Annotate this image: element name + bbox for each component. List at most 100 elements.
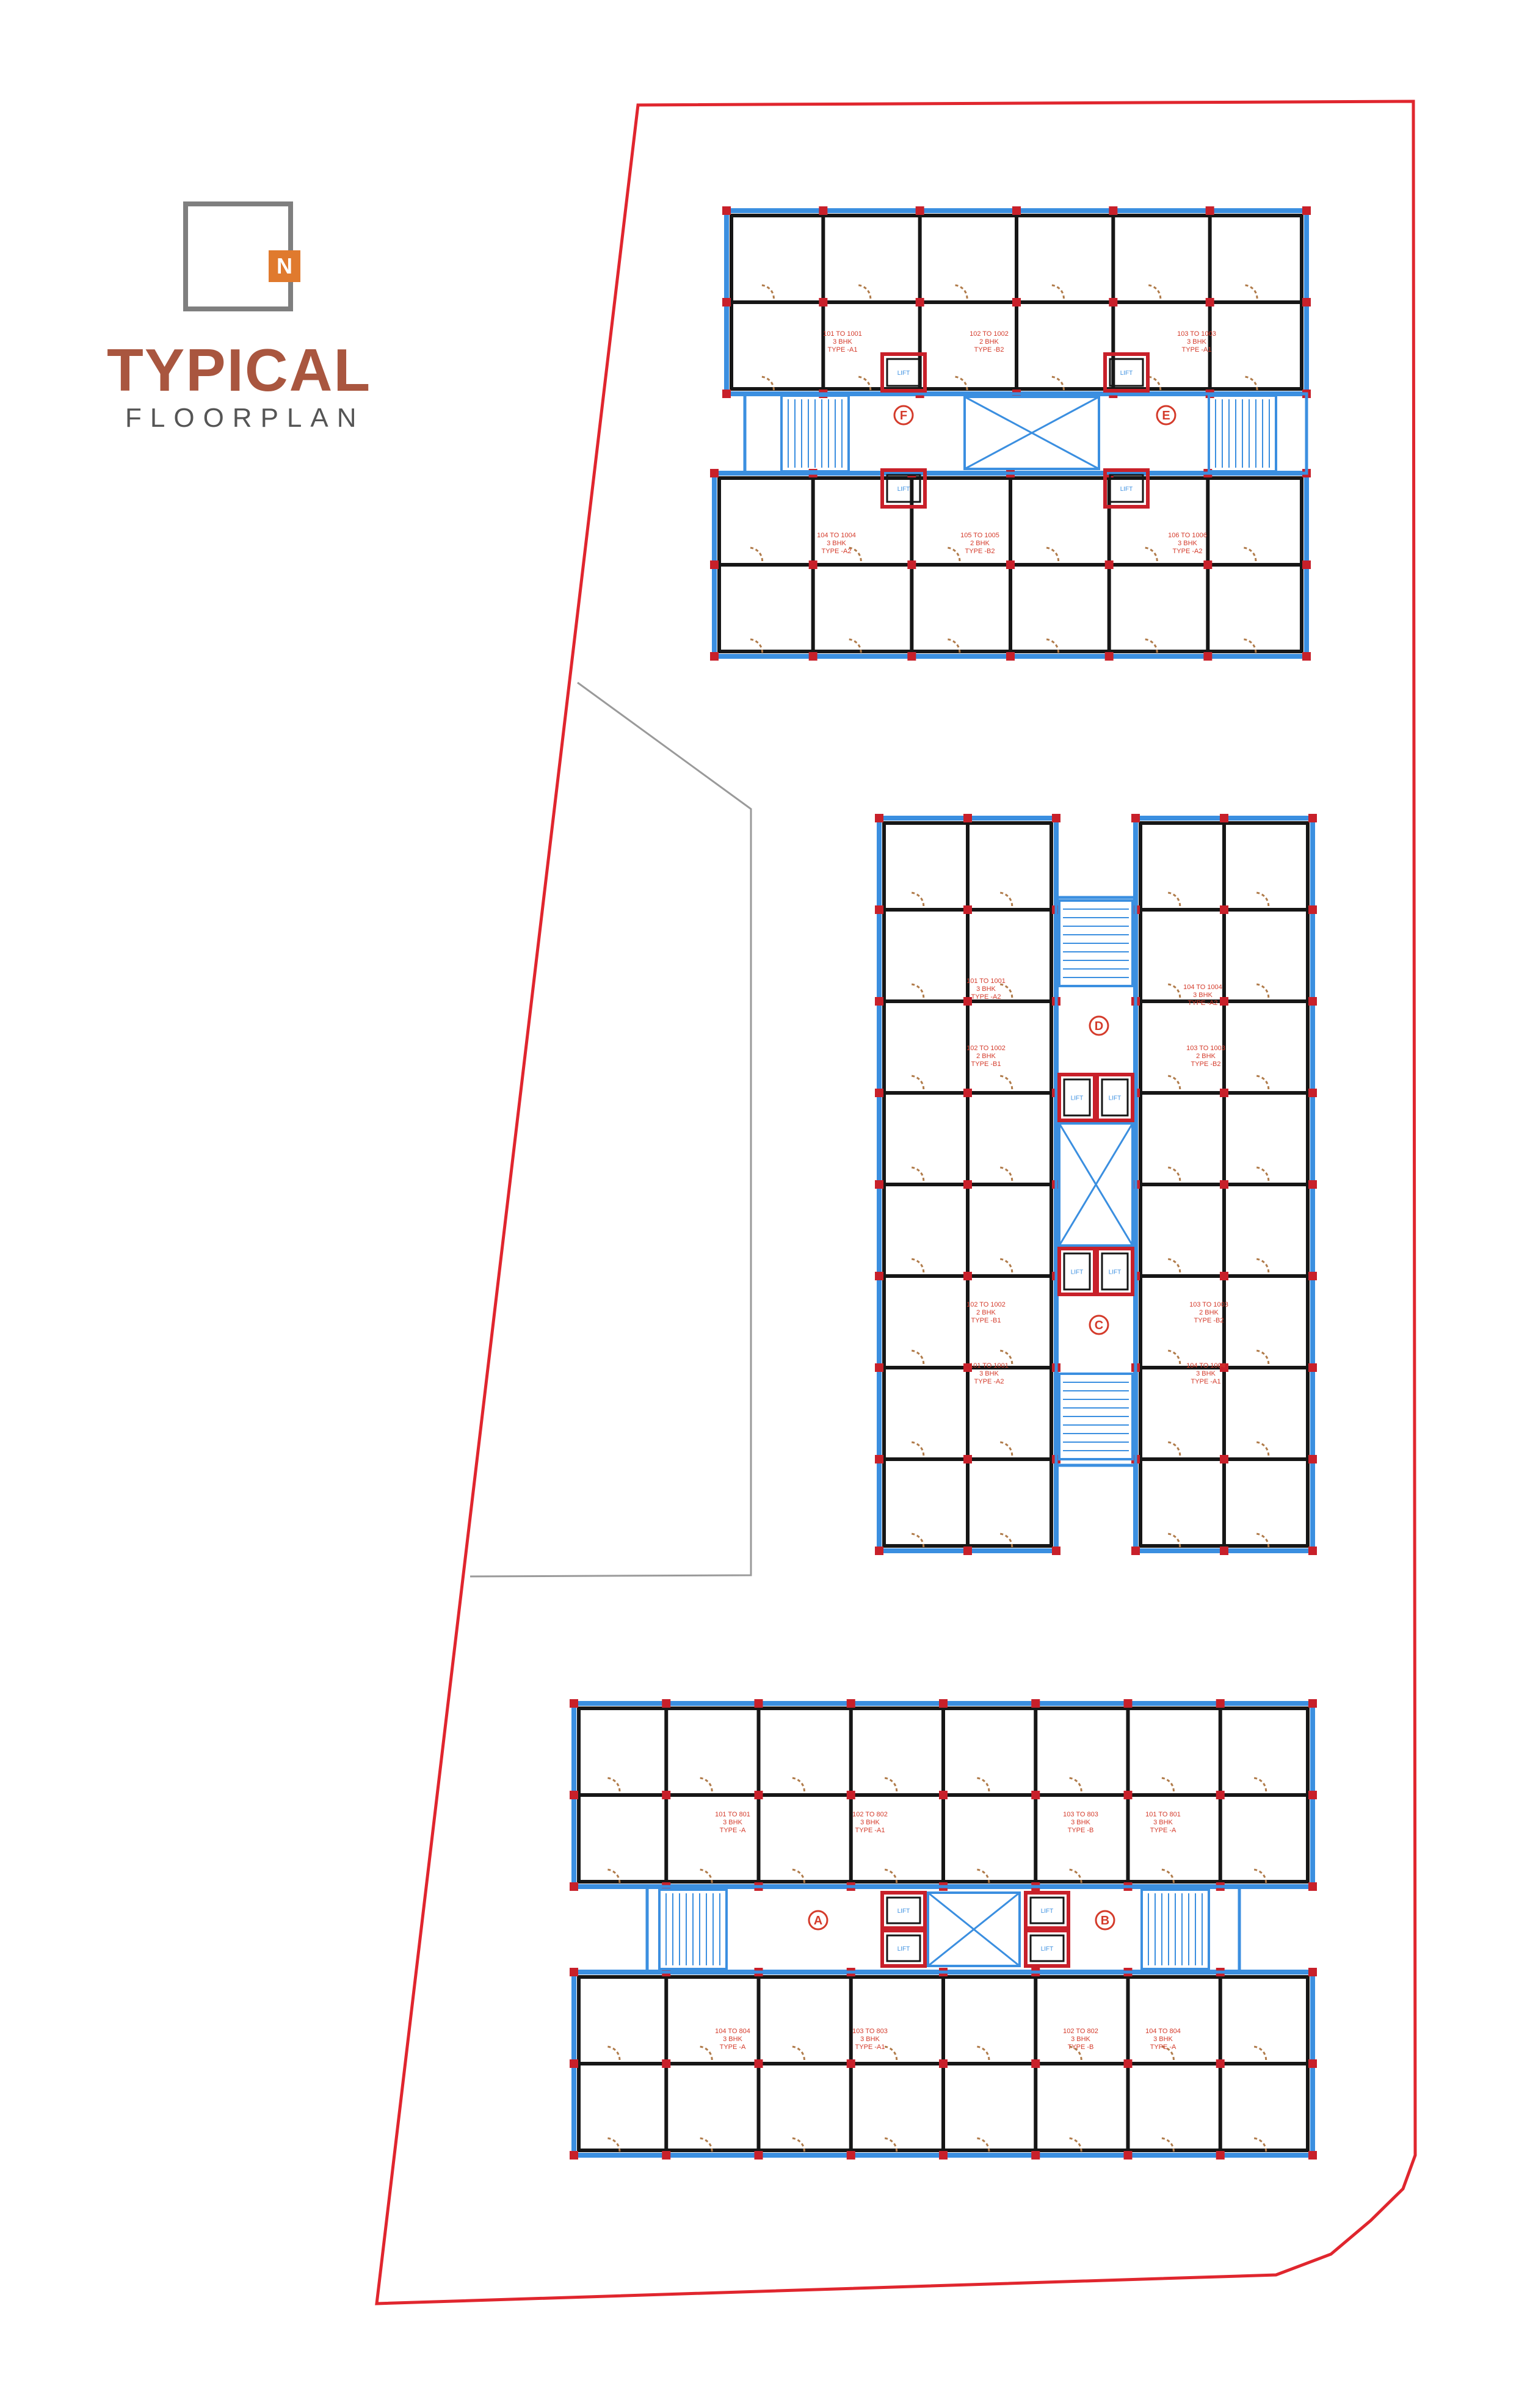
structural-column [963,1089,972,1097]
door-swing [1166,983,1181,998]
unit-type-code: TYPE -B2 [974,346,1004,354]
structural-column [754,2151,763,2160]
unit-type-code: TYPE -A1 [1191,1378,1221,1385]
unit-bhk-type: 2 BHK [976,1053,996,1060]
lift-car [1101,1078,1129,1117]
door-swing [698,2045,713,2061]
lift-car [1063,1078,1091,1117]
structural-column [963,1455,972,1463]
door-swing [1166,1166,1181,1181]
structural-column [570,1791,578,1799]
lift-shaft [1095,1073,1134,1122]
structural-column [875,814,883,822]
structural-column [875,905,883,914]
structural-column [875,1180,883,1189]
unit-type-code: TYPE -A [1150,2044,1176,2051]
structural-column [722,206,731,215]
door-swing [606,2045,621,2061]
structural-column [808,652,818,661]
structural-column [722,390,731,398]
structural-column [1308,2151,1317,2160]
structural-column [1302,652,1311,661]
lift-label: LIFT [1071,1095,1084,1102]
structural-column [570,2151,578,2160]
structural-column [1109,298,1118,306]
core-marker [893,405,914,426]
lift-shaft [880,352,927,393]
door-swing [1255,1166,1270,1181]
door-swing [1255,1441,1270,1456]
unit-bhk-type: 3 BHK [979,1370,999,1377]
structural-column [819,206,828,215]
void-cross [1058,1123,1134,1246]
structural-column [570,2059,578,2068]
unit-number-range: 104 TO 804 [715,2028,750,2035]
unit-type-code: TYPE -B2 [1191,1061,1221,1068]
lift-label: LIFT [1041,1946,1054,1953]
door-swing [883,2045,898,2061]
unit-type-code: TYPE -B2 [1194,1317,1224,1324]
plan-legend: N TYPICAL FLOORPLAN [92,201,409,458]
unit-bhk-type: 2 BHK [976,1309,996,1316]
structural-column [1302,206,1311,215]
structural-column [1052,1547,1060,1555]
core-marker [1089,1015,1109,1036]
door-swing [910,1075,925,1090]
structural-column [1006,560,1015,569]
lift-car [886,474,921,503]
unit-number-range: 106 TO 1006 [1168,532,1207,539]
structural-column [1302,298,1311,306]
unit-bhk-type: 2 BHK [1199,1309,1219,1316]
structural-column [1012,206,1021,215]
door-swing [1166,1258,1181,1273]
door-swing [883,1777,898,1792]
staircase [1140,1888,1210,1970]
structural-column [1220,1272,1228,1280]
unit-number-range: 102 TO 1002 [970,330,1009,338]
lift-shaft [1103,352,1150,393]
lift-car [886,358,921,387]
structural-column [1220,1180,1228,1189]
void-cross [964,396,1100,470]
structural-column [939,2151,948,2160]
door-swing [1160,2045,1175,2061]
unit-number-range: 104 TO 804 [1145,2028,1181,2035]
unit-type-code: TYPE -A2 [1173,548,1203,555]
door-swing [1255,983,1270,998]
door-swing [791,1777,805,1792]
unit-number-range: 101 TO 801 [715,1811,750,1818]
structural-column [963,997,972,1006]
structural-column [722,298,731,306]
lift-car [886,1896,921,1924]
door-swing [1252,2045,1267,2061]
core-marker [1095,1910,1115,1931]
structural-column [1220,814,1228,822]
lift-label: LIFT [1109,1269,1122,1276]
structural-column [570,1882,578,1891]
unit-number-range: 103 TO 1003 [1189,1301,1228,1308]
structural-column [1123,1699,1133,1708]
unit-type-code: TYPE -B [1068,2044,1094,2051]
unit-type-code: TYPE -A2 [822,548,852,555]
structural-column [1216,2059,1225,2068]
door-swing [1045,638,1060,653]
structural-column [662,2059,671,2068]
structural-column [963,1180,972,1189]
door-swing [975,1868,990,1884]
door-swing [953,375,968,391]
structural-column [1131,1547,1140,1555]
door-swing [1255,1532,1270,1548]
core-letter: F [900,409,907,422]
unit-number-range: 102 TO 802 [1063,2028,1098,2035]
unit-type-code: TYPE -A [720,2044,746,2051]
structural-column [963,1272,972,1280]
unit-bhk-type: 3 BHK [860,2036,880,2043]
structural-column [939,1791,948,1799]
unit-number-range: 101 TO 1001 [966,977,1006,985]
door-swing [1166,1532,1181,1548]
door-swing [1166,1349,1181,1365]
structural-column [1220,1547,1228,1555]
structural-column [1104,652,1114,661]
door-swing [910,891,925,907]
